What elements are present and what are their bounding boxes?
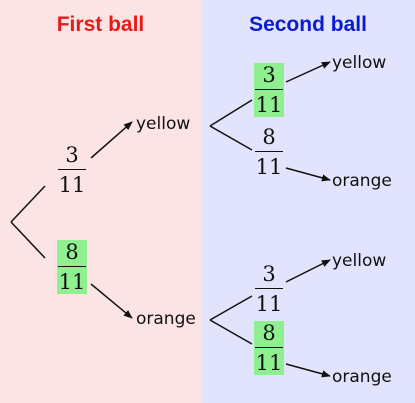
outcome-first-orange: orange (136, 309, 196, 329)
fraction-bar (58, 169, 86, 170)
fraction-bar (255, 288, 283, 289)
branch-orange-yellow-arrow (285, 259, 331, 283)
branch-yellow-orange-arrow (285, 167, 331, 182)
prob-denominator: 11 (255, 351, 283, 375)
branch-root-upper (10, 185, 46, 223)
prob-denominator: 11 (58, 173, 86, 197)
outcome-orange-then-orange: orange (332, 367, 392, 387)
prob-numerator: 3 (65, 143, 79, 167)
branch-root-lower (10, 221, 46, 259)
prob-numerator: 3 (262, 63, 276, 87)
prob-yellow-then-orange: 8 11 (254, 125, 284, 179)
branch-yellow-lower (209, 125, 253, 151)
branch-orange-upper (209, 295, 253, 321)
prob-denominator: 11 (255, 93, 283, 117)
outcome-first-yellow: yellow (136, 114, 191, 134)
second-ball-header: Second ball (249, 13, 367, 36)
outcome-yellow-then-yellow: yellow (332, 53, 387, 73)
prob-first-orange: 8 11 (57, 240, 87, 294)
branch-orange-lower (209, 319, 253, 345)
prob-denominator: 11 (255, 292, 283, 316)
prob-first-yellow: 3 11 (57, 143, 87, 197)
outcome-orange-then-yellow: yellow (332, 251, 387, 271)
first-ball-header: First ball (56, 13, 145, 36)
fraction-bar (255, 89, 283, 90)
fraction-bar (255, 151, 283, 152)
branch-first-yellow-arrow (90, 121, 133, 159)
fraction-bar (58, 266, 86, 267)
prob-numerator: 8 (65, 240, 79, 264)
branch-yellow-yellow-arrow (285, 61, 331, 83)
prob-orange-then-yellow: 3 11 (254, 262, 284, 316)
first-ball-panel (0, 0, 201, 403)
fraction-bar (255, 347, 283, 348)
branch-orange-orange-arrow (285, 363, 331, 378)
branch-yellow-upper (209, 99, 253, 127)
prob-denominator: 11 (58, 270, 86, 294)
prob-denominator: 11 (255, 155, 283, 179)
prob-orange-then-orange: 8 11 (254, 321, 284, 375)
prob-numerator: 8 (262, 321, 276, 345)
branch-first-orange-arrow (90, 283, 133, 319)
prob-numerator: 8 (262, 125, 276, 149)
prob-yellow-then-yellow: 3 11 (254, 63, 284, 117)
outcome-yellow-then-orange: orange (332, 171, 392, 191)
prob-numerator: 3 (262, 262, 276, 286)
